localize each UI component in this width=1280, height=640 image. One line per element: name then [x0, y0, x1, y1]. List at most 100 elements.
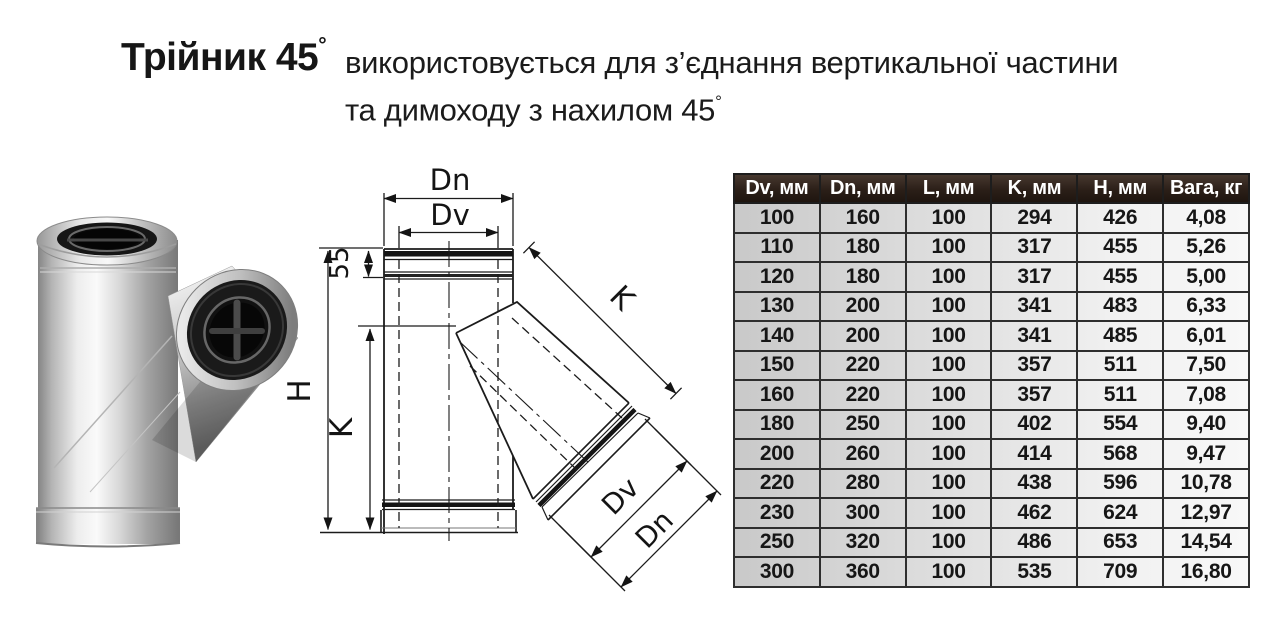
size-cell: 300 [733, 556, 821, 588]
size-cell: 294 [990, 202, 1079, 234]
size-cell: 180 [818, 231, 907, 263]
size-cell: 12,97 [1162, 497, 1250, 529]
branch-lower-edge [455, 332, 534, 500]
size-cell: 200 [818, 320, 907, 352]
size-cell: 317 [990, 231, 1079, 263]
degree-symbol: ° [318, 34, 327, 57]
size-cell: 250 [818, 408, 907, 440]
size-cell: 180 [733, 408, 821, 440]
page-description: використовується для з’єднання вертикаль… [345, 42, 1175, 130]
column-header: L, мм [904, 173, 993, 204]
column-header: H, мм [1076, 173, 1165, 204]
size-cell: 653 [1076, 526, 1165, 558]
size-cell: 220 [818, 379, 907, 411]
size-cell: 100 [904, 261, 993, 293]
column-header: K, мм [990, 173, 1079, 204]
description-line-1: використовується для з’єднання вертикаль… [345, 45, 1119, 80]
size-cell: 709 [1076, 556, 1165, 588]
size-cell: 486 [990, 526, 1079, 558]
size-cell: 280 [818, 467, 907, 499]
size-cell: 357 [990, 379, 1079, 411]
size-cell: 4,08 [1162, 202, 1250, 234]
size-cell: 100 [904, 349, 993, 381]
size-cell: 485 [1076, 320, 1165, 352]
size-cell: 360 [818, 556, 907, 588]
size-cell: 455 [1076, 261, 1165, 293]
dim-label-55: 55 [325, 246, 355, 279]
size-cell: 100 [904, 408, 993, 440]
size-cell: 160 [818, 202, 907, 234]
size-cell: 250 [733, 526, 821, 558]
size-cell: 300 [818, 497, 907, 529]
size-cell: 9,47 [1162, 438, 1250, 470]
size-cell: 455 [1076, 231, 1165, 263]
size-cell: 200 [818, 290, 907, 322]
size-cell: 150 [733, 349, 821, 381]
technical-drawing [319, 193, 722, 592]
size-cell: 341 [990, 290, 1079, 322]
product-photo [35, 216, 299, 548]
size-cell: 100 [904, 290, 993, 322]
size-cell: 511 [1076, 379, 1165, 411]
size-cell: 260 [818, 438, 907, 470]
size-cell: 9,40 [1162, 408, 1250, 440]
size-cell: 200 [733, 438, 821, 470]
size-cell: 624 [1076, 497, 1165, 529]
column-header: Dn, мм [818, 173, 907, 204]
size-cell: 483 [1076, 290, 1165, 322]
top-opening [36, 216, 178, 266]
size-cell: 220 [733, 467, 821, 499]
size-cell: 100 [904, 438, 993, 470]
size-cell: 462 [990, 497, 1079, 529]
size-cell: 414 [990, 438, 1079, 470]
size-cell: 402 [990, 408, 1079, 440]
size-cell: 426 [1076, 202, 1165, 234]
pipe-body [38, 240, 178, 543]
size-cell: 100 [904, 379, 993, 411]
dim-label-dv-top: Dv [430, 198, 470, 232]
dim-label-dv-branch: Dv [595, 471, 645, 521]
size-cell: 438 [990, 467, 1079, 499]
size-cell: 100 [904, 497, 993, 529]
size-cell: 317 [990, 261, 1079, 293]
size-cell: 320 [818, 526, 907, 558]
size-cell: 7,50 [1162, 349, 1250, 381]
size-cell: 568 [1076, 438, 1165, 470]
size-cell: 100 [904, 231, 993, 263]
size-cell: 16,80 [1162, 556, 1250, 588]
size-cell: 230 [733, 497, 821, 529]
size-cell: 6,01 [1162, 320, 1250, 352]
size-cell: 6,33 [1162, 290, 1250, 322]
size-cell: 220 [818, 349, 907, 381]
dim-label-h: H [282, 379, 318, 402]
size-cell: 7,08 [1162, 379, 1250, 411]
size-cell: 140 [733, 320, 821, 352]
size-cell: 554 [1076, 408, 1165, 440]
page-title-text: Трійник 45 [121, 36, 319, 79]
dim-label-k-vertical: K [324, 417, 360, 438]
dim-label-dn-top: Dn [430, 163, 471, 197]
size-cell: 110 [733, 231, 821, 263]
size-cell: 160 [733, 379, 821, 411]
size-cell: 130 [733, 290, 821, 322]
size-cell: 341 [990, 320, 1079, 352]
size-cell: 535 [990, 556, 1079, 588]
size-cell: 100 [904, 467, 993, 499]
size-cell: 5,26 [1162, 231, 1250, 263]
size-cell: 14,54 [1162, 526, 1250, 558]
